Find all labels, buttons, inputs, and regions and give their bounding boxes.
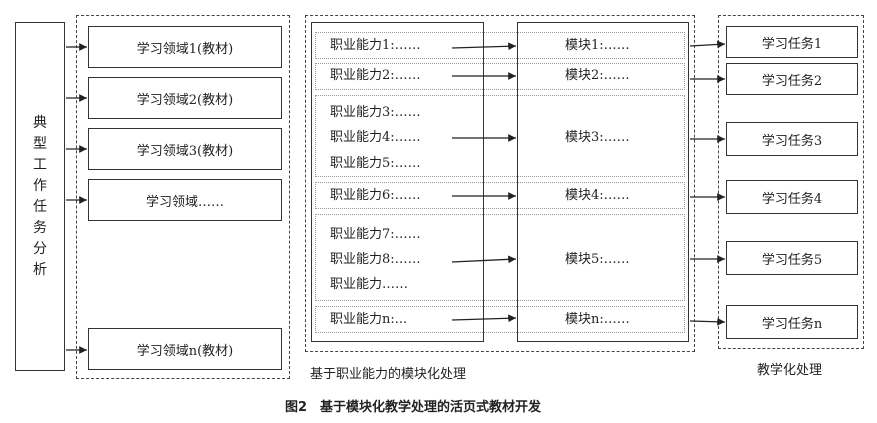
left-char: 分 <box>33 240 47 257</box>
learning-task-label: 学习任务n <box>761 316 823 332</box>
left-char: 工 <box>33 156 47 173</box>
ability-group-row <box>315 63 685 90</box>
ability-group-row <box>315 95 685 177</box>
learning-domain-label: 学习领域…… <box>145 194 224 210</box>
left-char: 任 <box>33 198 47 215</box>
arrow <box>689 40 726 49</box>
module-label: 模块5:…… <box>565 252 630 267</box>
left-char: 务 <box>33 219 47 236</box>
module-label: 模块3:…… <box>565 130 630 145</box>
left-char: 析 <box>33 261 47 278</box>
ability-group-row <box>315 32 685 59</box>
vocational-ability-label: 职业能力7:…… <box>330 227 421 242</box>
vocational-ability-column <box>311 22 484 342</box>
learning-task-box: 学习任务5 <box>726 241 858 275</box>
left-char: 典 <box>33 114 47 131</box>
figure-caption: 图2 基于模块化教学处理的活页式教材开发 <box>285 400 542 415</box>
learning-task-label: 学习任务3 <box>761 133 823 149</box>
vocational-ability-label: 职业能力…… <box>330 277 409 292</box>
vocational-ability-label: 职业能力4:…… <box>330 130 421 145</box>
right-caption: 教学化处理 <box>757 363 823 378</box>
ability-group-row <box>315 214 685 301</box>
teaching-processing-container <box>718 15 864 349</box>
arrow <box>451 42 517 51</box>
learning-domain-label: 学习领域3(教材) <box>136 143 234 159</box>
learning-task-label: 学习任务1 <box>761 36 823 52</box>
arrow <box>451 314 517 323</box>
vocational-ability-label: 职业能力1:…… <box>330 38 421 53</box>
learning-task-box: 学习任务2 <box>726 63 858 95</box>
left-char: 型 <box>33 135 47 152</box>
vocational-ability-label: 职业能力n:... <box>330 312 408 327</box>
module-label: 模块n:…… <box>565 312 630 327</box>
learning-task-label: 学习任务2 <box>761 73 823 89</box>
module-label: 模块1:…… <box>565 38 630 53</box>
learning-domain-label: 学习领域1(教材) <box>136 41 234 57</box>
learning-task-label: 学习任务5 <box>761 252 823 268</box>
center-caption: 基于职业能力的模块化处理 <box>310 367 467 382</box>
left-char: 作 <box>33 177 47 194</box>
ability-group-row <box>315 182 685 209</box>
module-label: 模块4:…… <box>565 188 630 203</box>
learning-domain-box: 学习领域1(教材) <box>88 26 282 68</box>
arrow <box>451 255 517 264</box>
vocational-ability-label: 职业能力3:…… <box>330 105 421 120</box>
vocational-ability-label: 职业能力2:…… <box>330 68 421 83</box>
module-column <box>517 22 689 342</box>
learning-domains-container <box>76 15 290 379</box>
vocational-ability-label: 职业能力8:…… <box>330 252 421 267</box>
modular-processing-container <box>305 15 695 352</box>
learning-domain-box: 学习领域3(教材) <box>88 128 282 170</box>
learning-domain-box: 学习领域n(教材) <box>88 328 282 370</box>
learning-domain-box: 学习领域…… <box>88 179 282 221</box>
arrow <box>689 317 726 326</box>
ability-group-row <box>315 306 685 333</box>
learning-domain-label: 学习领域n(教材) <box>136 343 234 359</box>
typical-work-task-analysis-box: 典 型 工 作 任 务 分 析 <box>15 22 65 371</box>
learning-task-label: 学习任务4 <box>761 191 823 207</box>
learning-domain-box: 学习领域2(教材) <box>88 77 282 119</box>
vocational-ability-label: 职业能力5:…… <box>330 156 421 171</box>
learning-task-box: 学习任务1 <box>726 26 858 58</box>
learning-domain-label: 学习领域2(教材) <box>136 92 234 108</box>
vocational-ability-label: 职业能力6:…… <box>330 188 421 203</box>
module-label: 模块2:…… <box>565 68 630 83</box>
learning-task-box: 学习任务3 <box>726 122 858 156</box>
learning-task-box: 学习任务4 <box>726 180 858 214</box>
learning-task-box: 学习任务n <box>726 305 858 339</box>
